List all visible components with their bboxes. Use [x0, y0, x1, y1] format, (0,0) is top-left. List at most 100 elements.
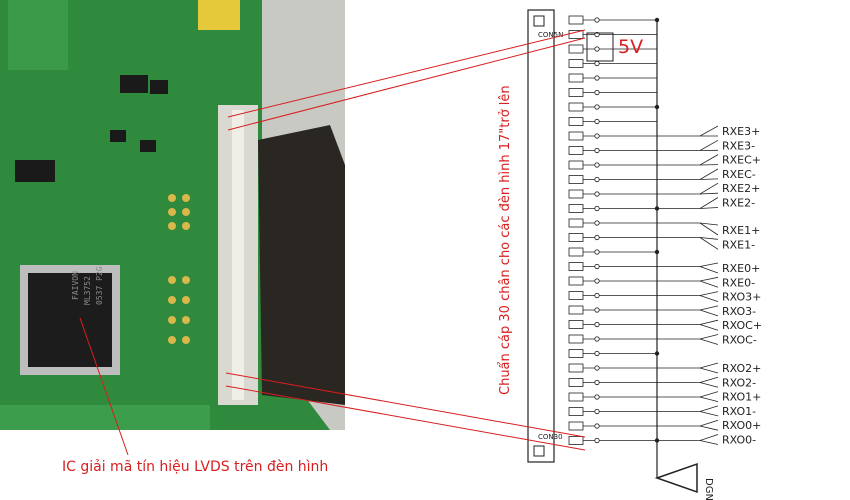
signal-label: RXO1-	[657, 405, 756, 418]
voltage-label: 5V	[618, 36, 644, 58]
signal-label-text: RXEC-	[722, 168, 756, 181]
connector-label-top: CON5N	[538, 31, 563, 39]
signal-labels: RXE3+RXE3- RXEC+RXEC-RXE2+ RXE2- RXE1+RXE1-…	[657, 125, 762, 447]
connector-pin	[568, 204, 657, 213]
signal-label-text: RXE1-	[722, 238, 755, 251]
connector-pin	[568, 175, 657, 184]
signal-label: RXE1-	[657, 237, 755, 251]
connector-pin	[568, 378, 657, 387]
pcb-photo: FAIVON ML3752 0537 P2G	[0, 0, 345, 430]
signal-label-text: RXO0-	[722, 434, 756, 447]
connector-pin	[568, 421, 657, 431]
connector-pin	[568, 88, 657, 97]
callout-line-top-1	[227, 29, 586, 118]
connector-pin	[568, 189, 657, 199]
signal-label: RXEC-	[657, 168, 756, 181]
connector-pin	[568, 247, 657, 257]
signal-label: RXE0+	[657, 262, 760, 275]
connector-pin	[568, 131, 657, 141]
signal-label-text: RXO2-	[722, 376, 756, 389]
signal-label-text: RXO1+	[722, 391, 761, 404]
connector-pin	[568, 233, 657, 242]
connector-pin	[568, 363, 657, 373]
signal-label-text: RXOC-	[722, 334, 757, 347]
callout-lines	[79, 29, 586, 456]
chip-marking-2: ML3752	[83, 276, 92, 305]
connector-pin	[568, 276, 657, 286]
ic-caption: IC giải mã tín hiệu LVDS trên đèn hình	[62, 459, 329, 475]
connector-pin	[568, 262, 657, 271]
signal-label: RXE3-	[657, 139, 755, 152]
chip-marking-1: FAIVON	[71, 271, 80, 300]
signal-label-text: RXO1-	[722, 405, 756, 418]
signal-label-text: RXE1+	[722, 224, 760, 237]
signal-label: RXE2-	[657, 197, 755, 210]
ground-label: DGND	[703, 478, 714, 500]
signal-label: RXO0-	[657, 434, 756, 447]
signal-label-text: RXO2+	[722, 362, 761, 375]
signal-label: RXO3+	[657, 291, 761, 304]
signal-label-text: RXE2-	[722, 197, 755, 210]
connector-pin	[568, 392, 657, 402]
signal-label-text: RXE0+	[722, 262, 760, 275]
connector-pin	[568, 349, 657, 358]
gold-pad	[198, 0, 240, 30]
connector-pin	[568, 218, 657, 228]
connector-pin	[568, 102, 657, 112]
signal-label-text: RXE0-	[722, 276, 755, 289]
connector-pin	[568, 44, 657, 54]
connector-pin	[568, 291, 657, 300]
ic-chip	[28, 273, 112, 367]
signal-label: RXO3-	[657, 305, 756, 318]
vertical-caption: Chuẩn cáp 30 chân cho các đèn hình 17"tr…	[498, 85, 513, 395]
callout-line-bottom-1	[225, 372, 586, 438]
signal-label: RXE0-	[657, 276, 755, 289]
junction-dot	[654, 249, 660, 255]
signal-label-text: RXOC+	[722, 319, 762, 332]
signal-label: RXOC+	[657, 319, 762, 332]
signal-label-text: RXE3-	[722, 139, 755, 152]
signal-label: RXE3+	[657, 125, 760, 138]
connector-pin	[568, 320, 657, 329]
signal-label: RXE2+	[657, 182, 760, 195]
signal-label-text: RXEC+	[722, 154, 761, 167]
smd-part	[15, 160, 55, 182]
junction-dot	[654, 351, 660, 356]
signal-label-text: RXE3+	[722, 125, 760, 138]
signal-label: RXO1+	[657, 391, 761, 404]
connector-pin	[568, 15, 657, 25]
signal-label-text: RXO3+	[722, 291, 761, 304]
ribbon-cable	[258, 125, 345, 405]
connector-pin	[568, 334, 657, 344]
signal-label: RXO0+	[657, 419, 761, 432]
connector-pin	[568, 117, 657, 126]
signal-label: RXO2+	[657, 362, 761, 375]
signal-label: RXEC+	[657, 154, 761, 167]
signal-label: RXE1+	[657, 222, 760, 237]
connector-pin	[568, 160, 657, 170]
signal-label: RXO2-	[657, 376, 756, 389]
ground-symbol	[654, 462, 698, 494]
connector-pin	[568, 305, 657, 315]
callout-line-ic	[79, 317, 129, 456]
connector-pin	[568, 146, 657, 155]
connector-pin	[568, 407, 657, 416]
junction-dot	[654, 17, 660, 23]
signal-label-text: RXO3-	[722, 305, 756, 318]
callout-line-bottom-2	[225, 385, 586, 451]
connector-pins	[568, 15, 657, 445]
5v-bridge	[586, 32, 614, 62]
connector-body	[527, 9, 555, 463]
signal-label: RXOC-	[657, 334, 757, 347]
connector-pin	[568, 73, 657, 83]
callout-line-top-2	[227, 37, 586, 131]
signal-label-text: RXO0+	[722, 419, 761, 432]
via-pads	[168, 194, 190, 344]
connector-pin	[568, 59, 657, 68]
chip-marking-3: 0537 P2G	[95, 266, 104, 305]
connector-pin	[568, 436, 657, 445]
connector-label-bottom: CON30	[538, 433, 563, 441]
signal-label-text: RXE2+	[722, 182, 760, 195]
junction-dot	[654, 104, 660, 110]
